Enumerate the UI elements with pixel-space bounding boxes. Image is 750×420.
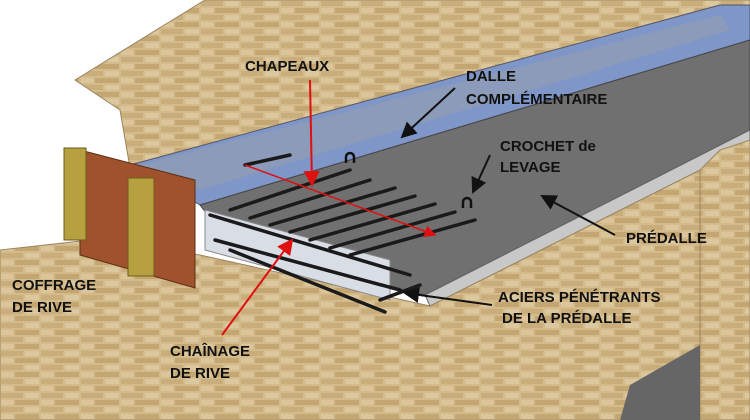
chainage-arrow [221,238,294,336]
label-chainage-line2: DE RIVE [170,365,231,382]
formwork-post [127,177,155,277]
floor [620,345,700,420]
right-wall [699,139,750,420]
formwork-post [63,147,87,241]
label-aciers-line2: DE LA PRÉDALLE [502,310,632,327]
slab-inner-wall [140,15,730,190]
chapeaux-arrow [303,79,320,187]
lifting-hook-icon [461,196,473,208]
front-wall [0,144,750,420]
crochet-arrow [471,154,491,194]
label-aciers-line1: ACIERS PÉNÉTRANTS [498,289,661,306]
chainage-beam [204,209,391,301]
label-crochet-line1: CROCHET de [500,138,596,155]
label-chainage-line1: CHAÎNAGE [170,343,251,360]
predalle-edge [424,129,750,307]
label-coffrage-line2: DE RIVE [12,299,73,316]
label-predalle: PRÉDALLE [626,230,707,247]
label-chapeaux: CHAPEAUX [245,58,330,75]
aciers-arrow [403,286,493,306]
predalle-arrow [540,195,616,236]
label-dalle-line1: DALLE [466,68,516,85]
lifting-hook-icon [344,151,356,163]
label-dalle-line2: COMPLÉMENTAIRE [466,91,608,108]
rebars [208,153,477,314]
dalle-arrow [400,87,456,139]
chapeaux-span-line [244,164,437,238]
label-crochet-line2: LEVAGE [500,159,561,176]
label-coffrage-line1: COFFRAGE [12,277,97,294]
